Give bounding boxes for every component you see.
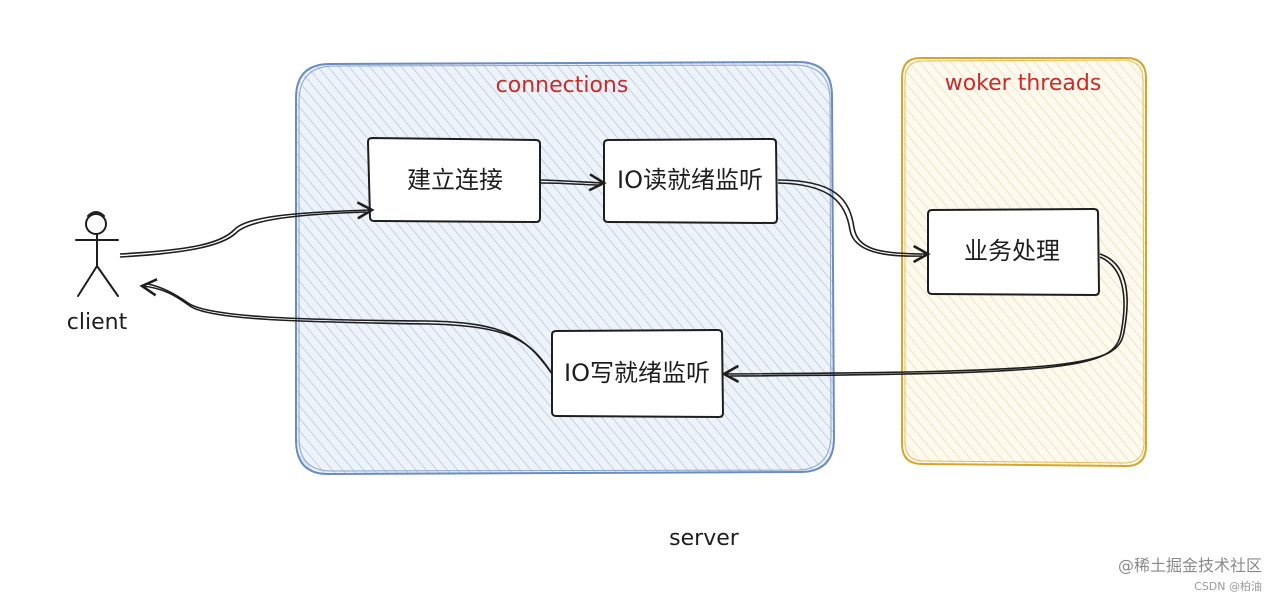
- node-business: 业务处理: [927, 207, 1101, 297]
- node-io-write: IO写就绪监听: [551, 328, 725, 419]
- watermark: @稀土掘金技术社区: [1117, 556, 1262, 575]
- client-actor: client: [67, 211, 128, 335]
- node-business-label: 业务处理: [964, 237, 1060, 265]
- watermark-sub: CSDN @柏油: [1194, 580, 1262, 593]
- worker-threads-title: woker threads: [945, 71, 1102, 96]
- arrow-establish-to-io-read: [540, 173, 607, 192]
- arrows: [119, 173, 1128, 384]
- stick-figure-icon: [75, 211, 119, 297]
- node-io-write-label: IO写就绪监听: [564, 359, 710, 387]
- node-io-read-label: IO读就绪监听: [617, 166, 763, 194]
- node-io-read: IO读就绪监听: [603, 137, 779, 225]
- client-label: client: [67, 310, 128, 335]
- arrow-business-to-io-write: [721, 253, 1128, 384]
- server-label: server: [669, 526, 740, 551]
- node-establish-connection: 建立连接: [366, 136, 541, 224]
- arrow-io-write-to-client: [139, 278, 553, 375]
- arrow-io-read-to-business: [777, 179, 931, 264]
- arrow-client-to-establish: [119, 201, 375, 255]
- node-establish-connection-label: 建立连接: [407, 166, 503, 194]
- connections-title: connections: [496, 73, 629, 98]
